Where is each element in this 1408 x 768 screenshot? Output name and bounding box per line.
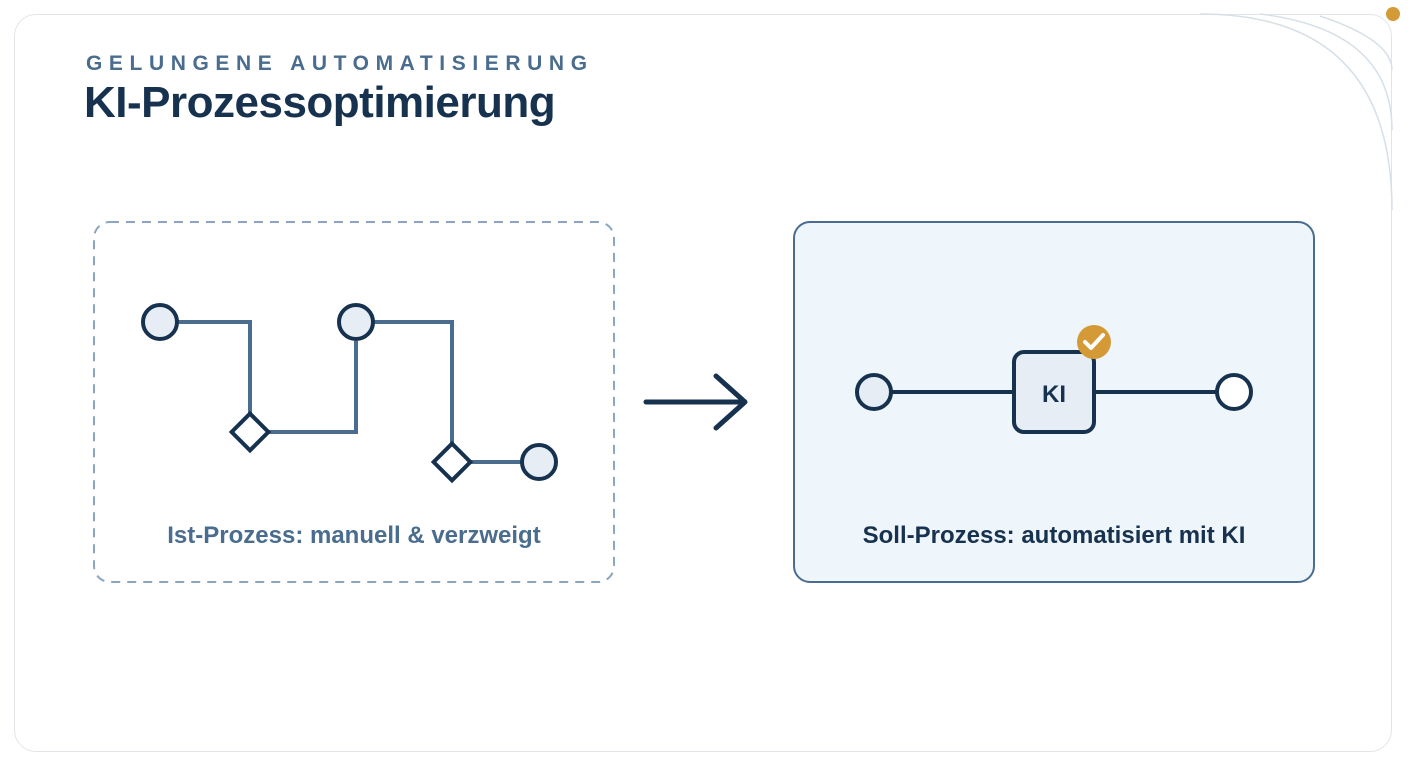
corner-dot-icon [1386,7,1400,21]
section-eyebrow: GELUNGENE AUTOMATISIERUNG [86,52,594,75]
ist-process-label: Ist-Prozess: manuell & verzweigt [167,522,541,549]
soll-process-label: Soll-Prozess: automatisiert mit KI [862,522,1246,549]
page-title: KI-Prozessoptimierung [84,78,556,127]
